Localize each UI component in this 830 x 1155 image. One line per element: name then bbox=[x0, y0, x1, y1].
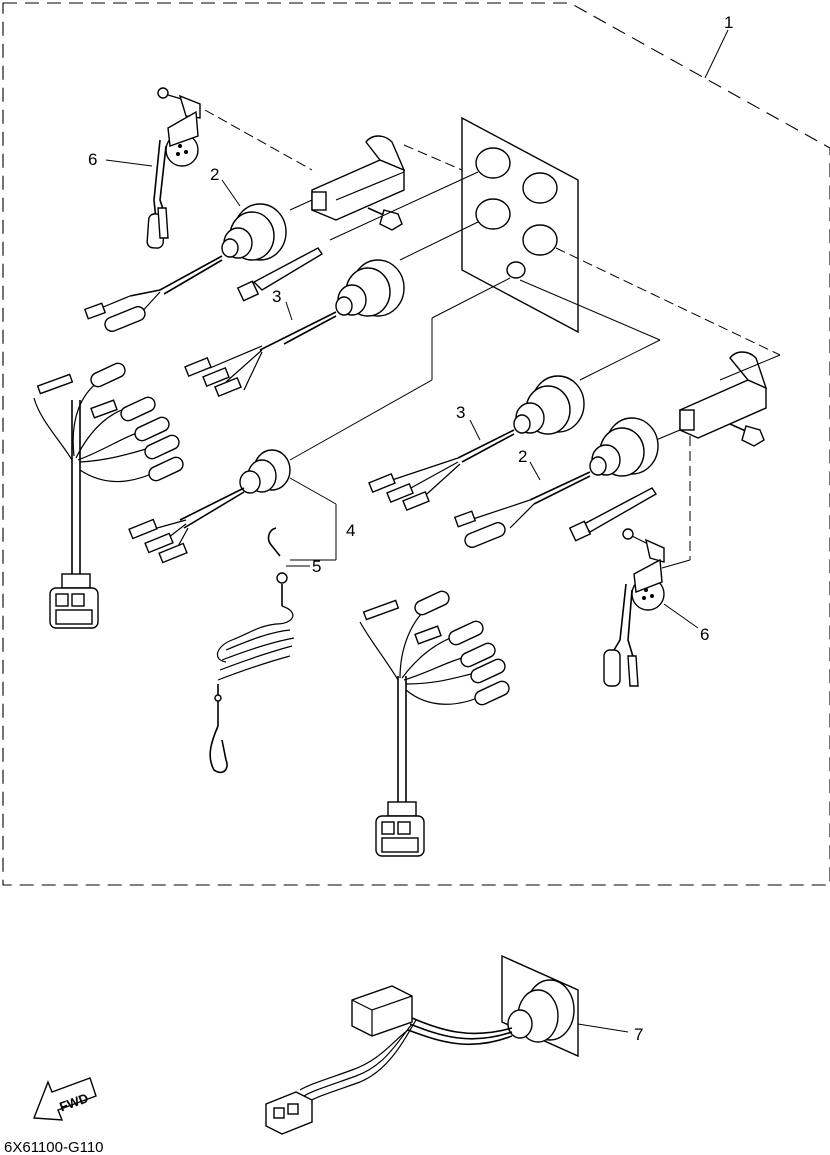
callout-7: 7 bbox=[634, 1025, 643, 1044]
callout-1: 1 bbox=[724, 13, 733, 32]
part-7-assembly bbox=[265, 954, 579, 1135]
callout-3a: 3 bbox=[272, 287, 281, 306]
fwd-arrow-icon: FWD bbox=[33, 1077, 97, 1121]
leader-3a bbox=[285, 301, 293, 321]
leader-1 bbox=[704, 29, 729, 79]
part-6-upper bbox=[146, 87, 201, 249]
callout-3b: 3 bbox=[456, 403, 465, 422]
part-4-switch bbox=[128, 449, 291, 564]
callout-2b: 2 bbox=[518, 447, 527, 466]
callout-6b: 6 bbox=[700, 625, 709, 644]
assembly-boundary bbox=[2, 2, 830, 886]
switch-panel-plate bbox=[461, 116, 579, 334]
screw-lower bbox=[729, 423, 765, 447]
main-harness-right bbox=[359, 590, 510, 857]
cable-tie-upper bbox=[236, 247, 323, 302]
callout-4: 4 bbox=[346, 521, 355, 540]
callout-2a: 2 bbox=[210, 165, 219, 184]
callout-5: 5 bbox=[312, 557, 321, 576]
part-3-lower bbox=[368, 375, 585, 512]
leader-4 bbox=[289, 477, 337, 505]
callout-6a: 6 bbox=[88, 150, 97, 169]
leader-6a bbox=[105, 159, 153, 167]
leader-2a bbox=[221, 179, 241, 207]
part-2-upper bbox=[83, 203, 287, 332]
screw-upper bbox=[367, 207, 403, 231]
lower-bracket bbox=[679, 351, 768, 439]
main-harness-left bbox=[33, 362, 184, 629]
leader-3b bbox=[469, 419, 481, 441]
leader-7 bbox=[577, 1023, 629, 1033]
part-2-lower bbox=[453, 417, 659, 548]
leader-2b bbox=[529, 461, 541, 481]
part-6-lower bbox=[603, 528, 665, 687]
upper-bracket bbox=[311, 135, 406, 221]
diagram-code: 6X61100-G110 bbox=[4, 1139, 104, 1155]
part-3-upper bbox=[184, 259, 405, 398]
leader-6b bbox=[663, 603, 699, 629]
assembly-guide-lines bbox=[204, 109, 781, 569]
cable-tie-lower bbox=[568, 487, 657, 542]
part-5-lanyard bbox=[209, 527, 295, 774]
